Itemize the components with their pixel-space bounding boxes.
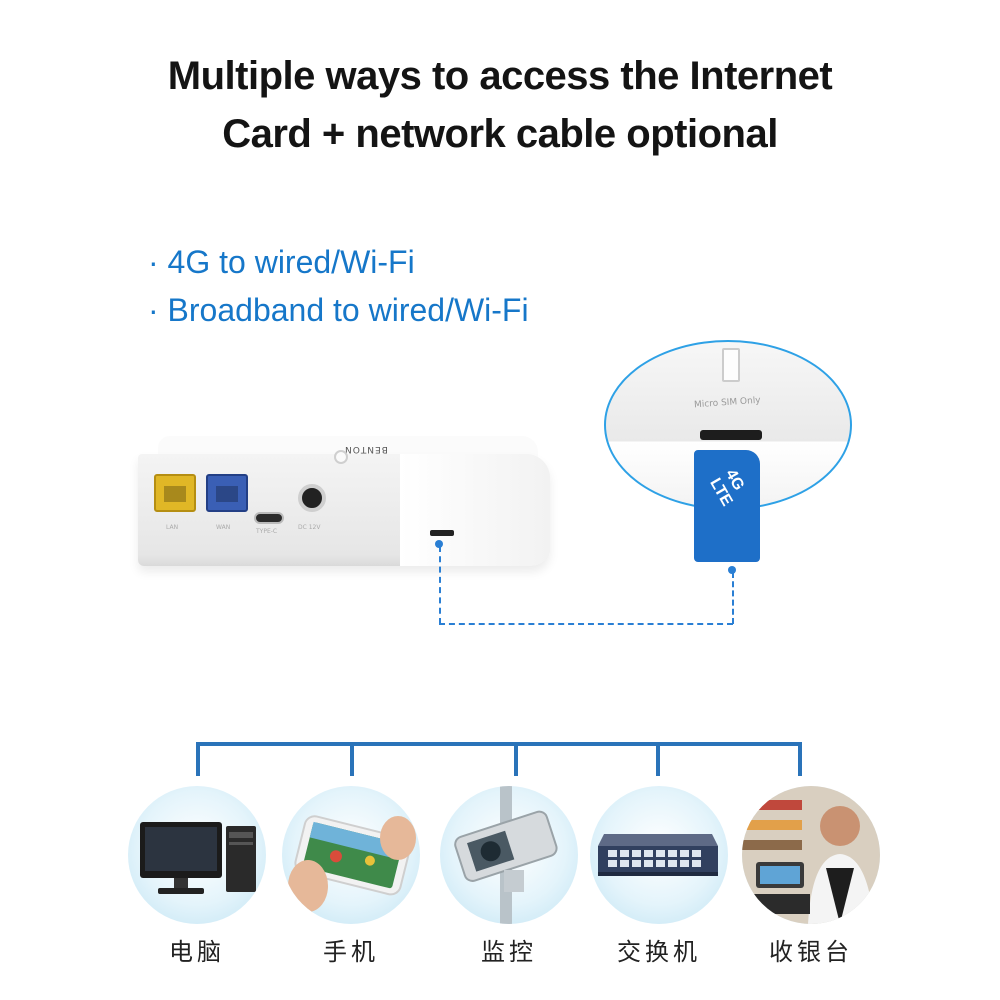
bullet-broadband: · Broadband to wired/Wi-Fi	[148, 292, 529, 328]
switch-icon	[598, 834, 718, 876]
connector-line	[732, 572, 734, 624]
bracket-drop	[350, 742, 354, 776]
device-label-switch: 交换机	[617, 938, 701, 966]
device-cashier	[742, 786, 880, 924]
device-bracket	[196, 742, 802, 746]
bracket-drop	[656, 742, 660, 776]
device-label-computer: 电脑	[169, 938, 225, 966]
dc-jack-icon	[298, 484, 326, 512]
device-computer	[128, 786, 266, 924]
device-label-phone: 手机	[323, 938, 379, 966]
device-label-camera: 监控	[481, 938, 537, 966]
connector-line	[439, 546, 441, 624]
device-camera	[440, 786, 578, 924]
computer-icon	[140, 822, 256, 894]
camera-icon	[454, 786, 558, 924]
sim-card-icon: 4G LTE	[694, 450, 760, 562]
device-switch	[590, 786, 728, 924]
lan-port-icon	[154, 474, 196, 512]
key-notch-icon	[722, 348, 740, 382]
device-label-cashier: 收银台	[769, 938, 853, 966]
connector-dot	[435, 540, 443, 548]
power-led-icon	[334, 450, 348, 464]
zoom-slot-icon	[700, 430, 762, 440]
bracket-drop	[514, 742, 518, 776]
port-label-dc: DC 12V	[298, 524, 321, 531]
headline-line-2: Card + network cable optional	[222, 112, 778, 156]
sim-card-label: 4G LTE	[706, 466, 748, 510]
port-label-wan: WAN	[216, 524, 231, 531]
port-label-lan: LAN	[166, 524, 179, 531]
bullet-4g: · 4G to wired/Wi-Fi	[148, 244, 415, 280]
usb-c-port-icon	[254, 512, 284, 524]
device-phone	[282, 786, 420, 924]
router-side	[400, 454, 550, 566]
sim-slot-caption: Micro SIM Only	[693, 395, 761, 411]
sim-slot-icon	[430, 530, 454, 536]
bracket-drop	[196, 742, 200, 776]
headline-line-1: Multiple ways to access the Internet	[167, 54, 833, 98]
cashier-icon	[742, 786, 880, 924]
port-label-typec: TYPE-C	[256, 528, 278, 535]
connector-line	[439, 623, 733, 625]
phone-icon	[288, 815, 416, 912]
router-brand: BENTON	[344, 444, 388, 454]
wan-port-icon	[206, 474, 248, 512]
connector-dot	[728, 566, 736, 574]
bracket-drop	[798, 742, 802, 776]
router-device: BENTON LAN WAN TYPE-C DC 12V	[138, 436, 550, 566]
